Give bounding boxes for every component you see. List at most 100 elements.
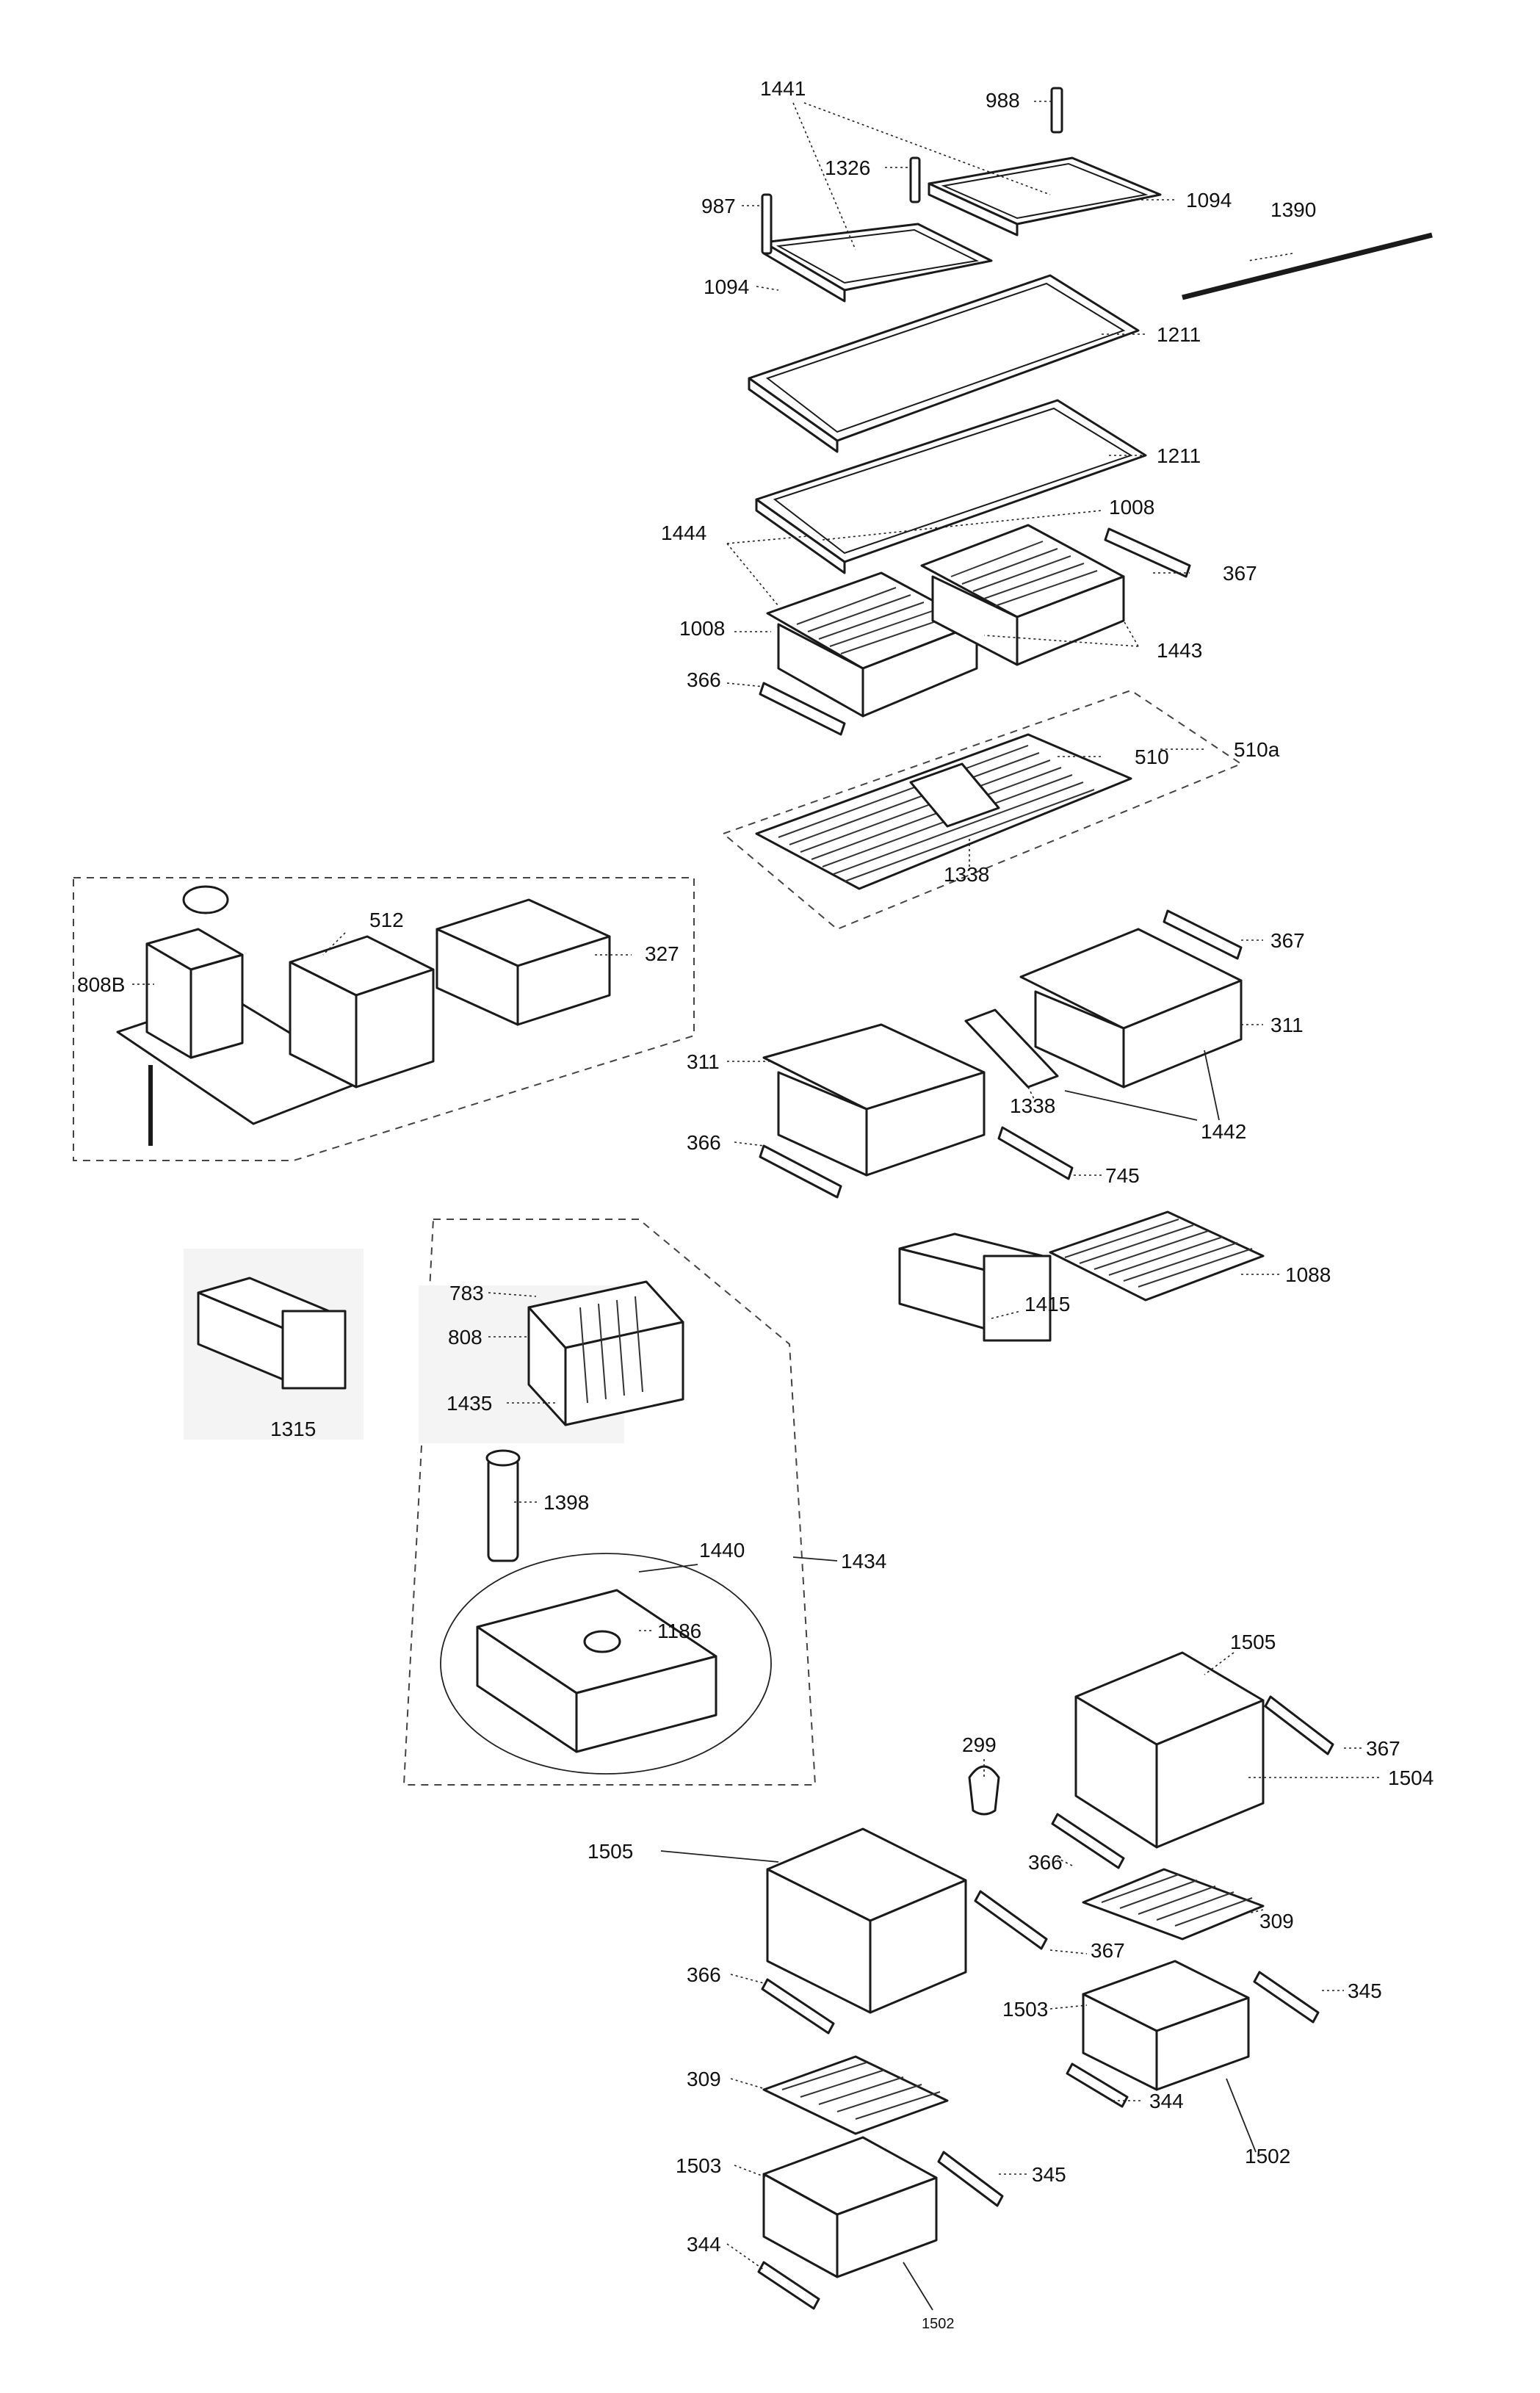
group-box-510a xyxy=(722,689,1243,931)
crisper-311-left xyxy=(762,1023,986,1177)
label-1503-right: 1503 xyxy=(1002,1998,1048,2021)
slide-rail-367b xyxy=(1163,909,1243,960)
label-1440: 1440 xyxy=(699,1539,745,1562)
label-1326: 1326 xyxy=(825,156,870,179)
label-344-b: 344 xyxy=(687,2233,721,2256)
label-510: 510 xyxy=(1135,746,1169,768)
label-745: 745 xyxy=(1105,1164,1140,1187)
drawer-1415 xyxy=(898,1232,1052,1342)
label-366-d: 366 xyxy=(687,1963,721,1986)
wire-shelf-309-lower xyxy=(762,2055,949,2135)
label-1211-lower: 1211 xyxy=(1157,444,1201,467)
label-345-a: 345 xyxy=(1348,1979,1382,2002)
auger-1398 xyxy=(485,1449,521,1562)
label-309-lower: 309 xyxy=(687,2068,721,2090)
slide-rail-345a xyxy=(1253,1971,1320,2024)
label-1390: 1390 xyxy=(1270,198,1316,221)
label-1088: 1088 xyxy=(1285,1263,1331,1286)
drawer-1315 xyxy=(184,1249,364,1440)
label-808: 808 xyxy=(448,1326,482,1349)
group-box-808B xyxy=(73,877,695,1161)
label-367-a: 367 xyxy=(1223,562,1257,585)
tray-510 xyxy=(755,733,1132,890)
label-1435: 1435 xyxy=(447,1392,492,1415)
wire-shelf-1088 xyxy=(1049,1210,1265,1302)
ice-box-512 xyxy=(289,935,435,1089)
label-299: 299 xyxy=(962,1733,997,1756)
label-1505-lower: 1505 xyxy=(588,1840,633,1863)
label-1186: 1186 xyxy=(657,1620,701,1642)
label-345-b: 345 xyxy=(1032,2163,1066,2186)
label-988: 988 xyxy=(986,89,1020,112)
label-311-right: 311 xyxy=(1270,1014,1304,1036)
bin-1505-upper xyxy=(1074,1651,1265,1849)
label-1398: 1398 xyxy=(543,1491,589,1514)
label-1415: 1415 xyxy=(1024,1293,1070,1315)
crisper-311-right xyxy=(1019,928,1243,1089)
label-1442: 1442 xyxy=(1201,1120,1246,1143)
label-1338-top: 1338 xyxy=(944,863,989,886)
slide-rail-366d xyxy=(761,1978,835,2035)
label-1094-right: 1094 xyxy=(1186,189,1232,212)
wire-shelf-309-upper xyxy=(1082,1868,1265,1941)
label-367-b: 367 xyxy=(1270,929,1305,952)
label-1505-upper: 1505 xyxy=(1230,1631,1276,1653)
shelf-large-upper xyxy=(748,274,1140,453)
label-510a: 510a xyxy=(1234,738,1280,761)
label-1008-upper: 1008 xyxy=(1109,496,1154,519)
label-512: 512 xyxy=(369,909,404,931)
slide-rail-366c xyxy=(1051,1813,1125,1869)
slide-rail-345b xyxy=(937,2151,1004,2207)
slide-rail-366b xyxy=(759,1144,842,1199)
label-1502-left: 1502 xyxy=(922,2316,955,2332)
label-1503-left: 1503 xyxy=(676,2154,721,2177)
label-1094-left: 1094 xyxy=(704,275,749,298)
ice-maker-1186 xyxy=(476,1589,717,1753)
clip-299 xyxy=(968,1765,1000,1816)
group-box-1434 xyxy=(402,1219,817,1786)
label-1502-right: 1502 xyxy=(1245,2145,1290,2168)
label-327: 327 xyxy=(645,942,679,965)
ice-bucket-808 xyxy=(419,1280,684,1443)
ellipse-1440 xyxy=(440,1553,772,1775)
label-367-d: 367 xyxy=(1091,1939,1125,1962)
bin-1505-lower xyxy=(766,1827,967,2014)
bin-1503-left xyxy=(762,2136,938,2278)
label-366-b: 366 xyxy=(687,1131,721,1154)
label-366-a: 366 xyxy=(687,668,721,691)
rod-1390 xyxy=(1182,232,1433,300)
shelf-small-right xyxy=(928,156,1162,237)
label-1444: 1444 xyxy=(661,521,706,544)
label-987: 987 xyxy=(701,195,736,217)
bin-327 xyxy=(435,898,611,1026)
label-1441: 1441 xyxy=(760,77,806,100)
slide-rail-344a xyxy=(1066,2062,1129,2108)
label-344-a: 344 xyxy=(1149,2090,1184,2112)
label-1338-mid: 1338 xyxy=(1010,1094,1055,1117)
crisper-1444-left xyxy=(766,571,978,718)
bracket-1326 xyxy=(909,156,921,203)
slide-rail-745 xyxy=(997,1126,1074,1180)
label-311-left: 311 xyxy=(687,1050,720,1073)
part-labels: 1441 988 1326 987 1094 1094 1390 1211 12… xyxy=(77,77,1434,2332)
label-309-upper: 309 xyxy=(1259,1910,1294,1932)
shelf-small-left xyxy=(762,223,993,303)
slide-rail-366a xyxy=(759,682,846,736)
label-1434: 1434 xyxy=(841,1550,886,1573)
bracket-988 xyxy=(1050,87,1063,134)
label-1315: 1315 xyxy=(270,1418,316,1440)
label-1008-lower: 1008 xyxy=(679,617,725,640)
slide-rail-367c xyxy=(1264,1695,1334,1755)
label-1443: 1443 xyxy=(1157,639,1202,662)
leader-lines xyxy=(132,101,1381,2311)
bin-1503-right xyxy=(1082,1960,1250,2091)
label-783: 783 xyxy=(449,1282,484,1304)
slide-rail-367d xyxy=(974,1890,1048,1950)
slide-rail-344b xyxy=(757,2261,820,2310)
crisper-1444-right xyxy=(920,524,1125,666)
label-366-c: 366 xyxy=(1028,1851,1063,1874)
label-808B: 808B xyxy=(77,973,125,996)
label-1504: 1504 xyxy=(1388,1766,1434,1789)
label-367-c: 367 xyxy=(1366,1737,1400,1760)
